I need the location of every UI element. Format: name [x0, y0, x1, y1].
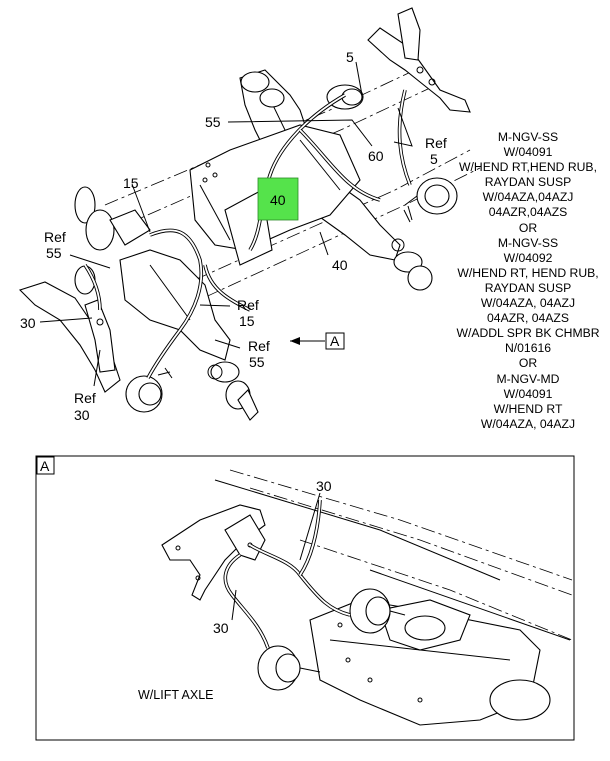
- callout-ref-label[interactable]: Ref: [237, 297, 259, 313]
- note-line: N/01616: [504, 341, 552, 356]
- note-line: W/HEND RT,HEND RUB,: [459, 160, 597, 175]
- note-line: W/HEND RT, HEND RUB,: [457, 265, 599, 280]
- leader-lines: [39, 61, 413, 387]
- view-reference-letter: A: [330, 333, 340, 349]
- note-line: W/ADDL SPR BK CHMBR: [456, 326, 600, 341]
- detail-brake-chamber-lower: [257, 645, 321, 691]
- detail-caption: W/LIFT AXLE: [138, 688, 214, 702]
- note-line: 04AZR, 04AZS: [487, 311, 569, 326]
- upper-left-hub: [74, 186, 151, 251]
- upper-assembly: 40 5 55 60 Ref 5 15 40 Ref 55 30 Ref 15 …: [18, 7, 481, 423]
- detail-axle-housing: [309, 599, 551, 726]
- callout-30[interactable]: 30: [20, 315, 36, 331]
- callout-ref-55-mid[interactable]: 55: [249, 354, 265, 370]
- callout-ref-30[interactable]: 30: [74, 407, 90, 423]
- callout-ref-5[interactable]: 5: [430, 151, 438, 167]
- callout-ref-15[interactable]: 15: [239, 313, 255, 329]
- detail-view-a: A: [35, 455, 575, 741]
- hanger-bracket-right: [367, 7, 471, 113]
- note-line: W/04091: [503, 386, 553, 401]
- detail-hanger-bracket: [161, 504, 266, 601]
- highlight-box-40[interactable]: [257, 177, 299, 221]
- callout-ref-label[interactable]: Ref: [425, 135, 447, 151]
- brake-chamber-lower: [125, 367, 173, 413]
- note-line: W/HEND RT: [493, 401, 563, 416]
- note-line: W/04092: [503, 250, 553, 265]
- note-line: M-NGV-SS: [497, 130, 559, 144]
- lower-axle: [119, 249, 259, 421]
- note-line: RAYDAN SUSP: [484, 175, 572, 190]
- note-line: 04AZR,04AZS: [488, 205, 568, 220]
- callout-ref-label[interactable]: Ref: [44, 229, 66, 245]
- callout-ref-55-left[interactable]: 55: [46, 245, 62, 261]
- note-line: W/04AZA,04AZJ: [482, 190, 574, 205]
- detail-air-hoses: [223, 499, 351, 649]
- note-line: M-NGV-MD: [496, 371, 560, 386]
- note-line: W/04AZA, 04AZJ: [480, 416, 576, 431]
- note-line: W/04AZA, 04AZJ: [480, 296, 576, 311]
- callout-55-top[interactable]: 55: [205, 114, 221, 130]
- detail-brake-chamber-upper: [349, 588, 406, 634]
- note-line: OR: [518, 356, 538, 371]
- brake-chamber-right: [403, 177, 458, 223]
- note-line: W/04091: [503, 145, 553, 160]
- view-reference-a[interactable]: A: [290, 332, 345, 350]
- note-line: RAYDAN SUSP: [484, 280, 572, 295]
- detail-callout-30-left[interactable]: 30: [213, 620, 229, 636]
- callout-40[interactable]: 40: [332, 257, 348, 273]
- callout-60[interactable]: 60: [368, 148, 384, 164]
- detail-tag: A: [40, 458, 50, 474]
- callout-ref-label[interactable]: Ref: [248, 338, 270, 354]
- note-line: OR: [518, 220, 538, 235]
- callout-ref-label[interactable]: Ref: [74, 390, 96, 406]
- hanger-bracket-left: [18, 281, 121, 393]
- callout-40-highlight[interactable]: 40: [270, 192, 286, 208]
- callout-15[interactable]: 15: [123, 175, 139, 191]
- application-notes: M-NGV-SS W/04091 W/HEND RT,HEND RUB, RAY…: [446, 130, 610, 432]
- callout-5[interactable]: 5: [346, 49, 354, 65]
- detail-callout-30-top[interactable]: 30: [316, 478, 332, 494]
- detail-frame: [35, 455, 575, 741]
- note-line: M-NGV-SS: [497, 235, 559, 250]
